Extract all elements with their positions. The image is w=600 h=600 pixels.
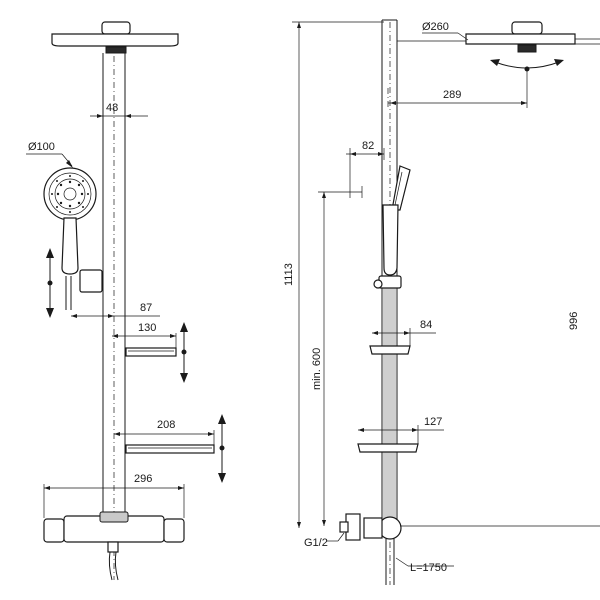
small-shelf-front: 130 — [112, 322, 177, 357]
dim-overhead-projection: 289 — [387, 70, 528, 110]
mixer-width-label: 296 — [134, 473, 152, 485]
double-arrow-vertical-icon — [46, 248, 54, 318]
clamp-offset-label: 87 — [140, 302, 152, 314]
dim-pipe-width: 48 — [90, 102, 148, 118]
dim-overhead-diameter: Ø260 — [422, 21, 469, 41]
total-height-label: 1113 — [283, 263, 295, 286]
rail-height-label: 996 — [568, 312, 580, 330]
side-view: 1113 Ø260 — [283, 19, 600, 585]
small-shelf-depth-label: 84 — [420, 319, 432, 331]
spray-nozzles — [51, 175, 89, 213]
double-arrow-vertical-icon — [180, 322, 188, 383]
dim-head-diameter: Ø100 — [26, 141, 73, 168]
min-height-label: min. 600 — [311, 348, 323, 390]
rotation-arrow-icon — [490, 59, 564, 72]
dim-mixer-width: 296 — [43, 473, 185, 518]
small-shelf-width-label: 130 — [138, 322, 156, 334]
dim-min-height: min. 600 — [311, 186, 363, 526]
hand-shower-side — [373, 165, 411, 289]
large-shelf-front: 208 — [114, 419, 215, 454]
large-shelf-side: 127 — [357, 416, 444, 453]
dim-inlet-thread: G1/2 — [304, 532, 345, 549]
overhead-shower-side — [397, 21, 600, 53]
large-shelf-depth-label: 127 — [424, 416, 442, 428]
mixer-side — [339, 513, 600, 585]
large-shelf-width-label: 208 — [157, 419, 175, 431]
head-diameter-label: Ø100 — [28, 141, 55, 153]
hose-length-label: L=1750 — [410, 562, 447, 574]
inlet-thread-label: G1/2 — [304, 537, 328, 549]
shower-pipe-front — [102, 53, 126, 580]
dim-clamp-offset: 87 — [71, 302, 160, 318]
handshower-projection-label: 82 — [362, 140, 374, 152]
overhead-projection-label: 289 — [443, 89, 461, 101]
dim-total-height: 1113 — [283, 21, 384, 528]
overhead-diameter-label: Ø260 — [422, 21, 449, 33]
dim-hose-length: L=1750 — [395, 557, 454, 574]
pipe-width-label: 48 — [106, 102, 118, 114]
front-view: 48 — [26, 21, 226, 581]
hand-shower-front — [43, 167, 103, 310]
shower-rail-side — [381, 19, 398, 585]
double-arrow-vertical-icon — [218, 414, 226, 483]
thermostatic-mixer-front — [43, 511, 185, 581]
small-shelf-side: 84 — [369, 319, 436, 355]
overhead-shower-front — [51, 21, 179, 54]
dim-handshower-projection: 82 — [346, 140, 385, 198]
